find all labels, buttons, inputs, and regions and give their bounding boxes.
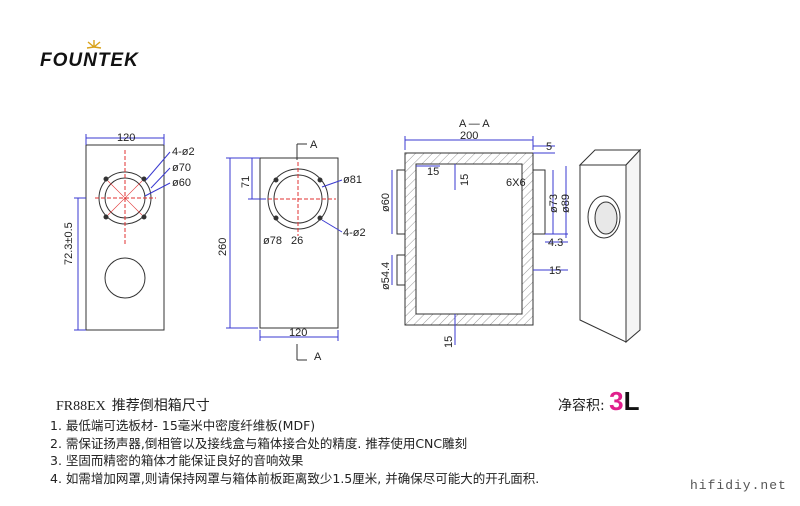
fountek-logo: FOUNTEK bbox=[40, 50, 139, 71]
section-width-label: 200 bbox=[460, 130, 478, 142]
side-section-bottom-label: A bbox=[314, 351, 322, 363]
front-height-offset-label: 72.3±0.5 bbox=[63, 222, 75, 265]
side-top-offset-label: 71 bbox=[240, 176, 252, 188]
volume-unit: L bbox=[623, 386, 640, 416]
notes-title: FR88EX 推荐倒相箱尺寸 bbox=[50, 395, 690, 415]
section-d-port-in-label: ø73 bbox=[548, 194, 560, 213]
enclosure-drawing: 120 4-ø2 ø70 ø60 72.3±0.5 A A 71 260 ø81… bbox=[63, 118, 642, 363]
note-item: 1. 最低端可选板材- 15毫米中密度纤维板(MDF) bbox=[50, 418, 316, 433]
front-d-outer-label: ø70 bbox=[172, 162, 191, 174]
notes-title-text: 推荐倒相箱尺寸 bbox=[111, 399, 210, 414]
watermark: hifidiy.net bbox=[690, 478, 787, 493]
notes-block: FR88EX 推荐倒相箱尺寸 1. 最低端可选板材- 15毫米中密度纤维板(MDF… bbox=[50, 395, 690, 487]
volume-value: 3 bbox=[609, 386, 624, 416]
volume-label: 净容积: bbox=[558, 398, 605, 414]
section-screws-label: 6X6 bbox=[506, 177, 526, 189]
section-d-terminal-label: ø54.4 bbox=[380, 262, 392, 290]
section-wall-label: 5 bbox=[546, 141, 552, 153]
section-thk3-label: 15 bbox=[549, 265, 561, 277]
front-view bbox=[74, 134, 171, 331]
side-d-port-label: ø81 bbox=[343, 174, 362, 186]
side-holes-label: 4-ø2 bbox=[343, 227, 366, 239]
side-width-small-label: 26 bbox=[291, 235, 303, 247]
side-section-top-label: A bbox=[310, 139, 318, 151]
side-view bbox=[226, 143, 343, 361]
front-d-inner-label: ø60 bbox=[172, 177, 191, 189]
note-item: 4. 如需增加网罩,则请保持网罩与箱体前板距离致少1.5厘米, 并确保尽可能大的… bbox=[50, 470, 540, 486]
section-d-tweeter-label: ø60 bbox=[380, 193, 392, 212]
section-thk2-label: 15 bbox=[459, 174, 471, 186]
side-height-label: 260 bbox=[217, 238, 229, 256]
section-view bbox=[391, 136, 568, 345]
note-item: 3. 坚固而精密的箱体才能保证良好的音响效果 bbox=[50, 453, 304, 468]
perspective-view bbox=[578, 148, 642, 344]
section-title-label: A — A bbox=[459, 118, 490, 130]
logo-spark-icon bbox=[86, 40, 102, 49]
side-width-label: 120 bbox=[289, 327, 307, 339]
section-thk1-label: 15 bbox=[427, 166, 439, 178]
note-item: 2. 需保证扬声器,倒相管以及接线盒与箱体接合处的精度. 推荐使用CNC雕刻 bbox=[50, 435, 468, 451]
front-width-label: 120 bbox=[117, 132, 135, 144]
section-offset-label: 4.3 bbox=[548, 237, 563, 249]
front-holes-label: 4-ø2 bbox=[172, 146, 195, 158]
section-thk-bottom-label: 15 bbox=[443, 336, 455, 348]
section-d-port-out-label: ø89 bbox=[560, 194, 572, 213]
net-volume: 净容积: 3L bbox=[558, 386, 640, 417]
model-label: FR88EX bbox=[56, 399, 106, 414]
side-d-inner-label: ø78 bbox=[263, 235, 282, 247]
